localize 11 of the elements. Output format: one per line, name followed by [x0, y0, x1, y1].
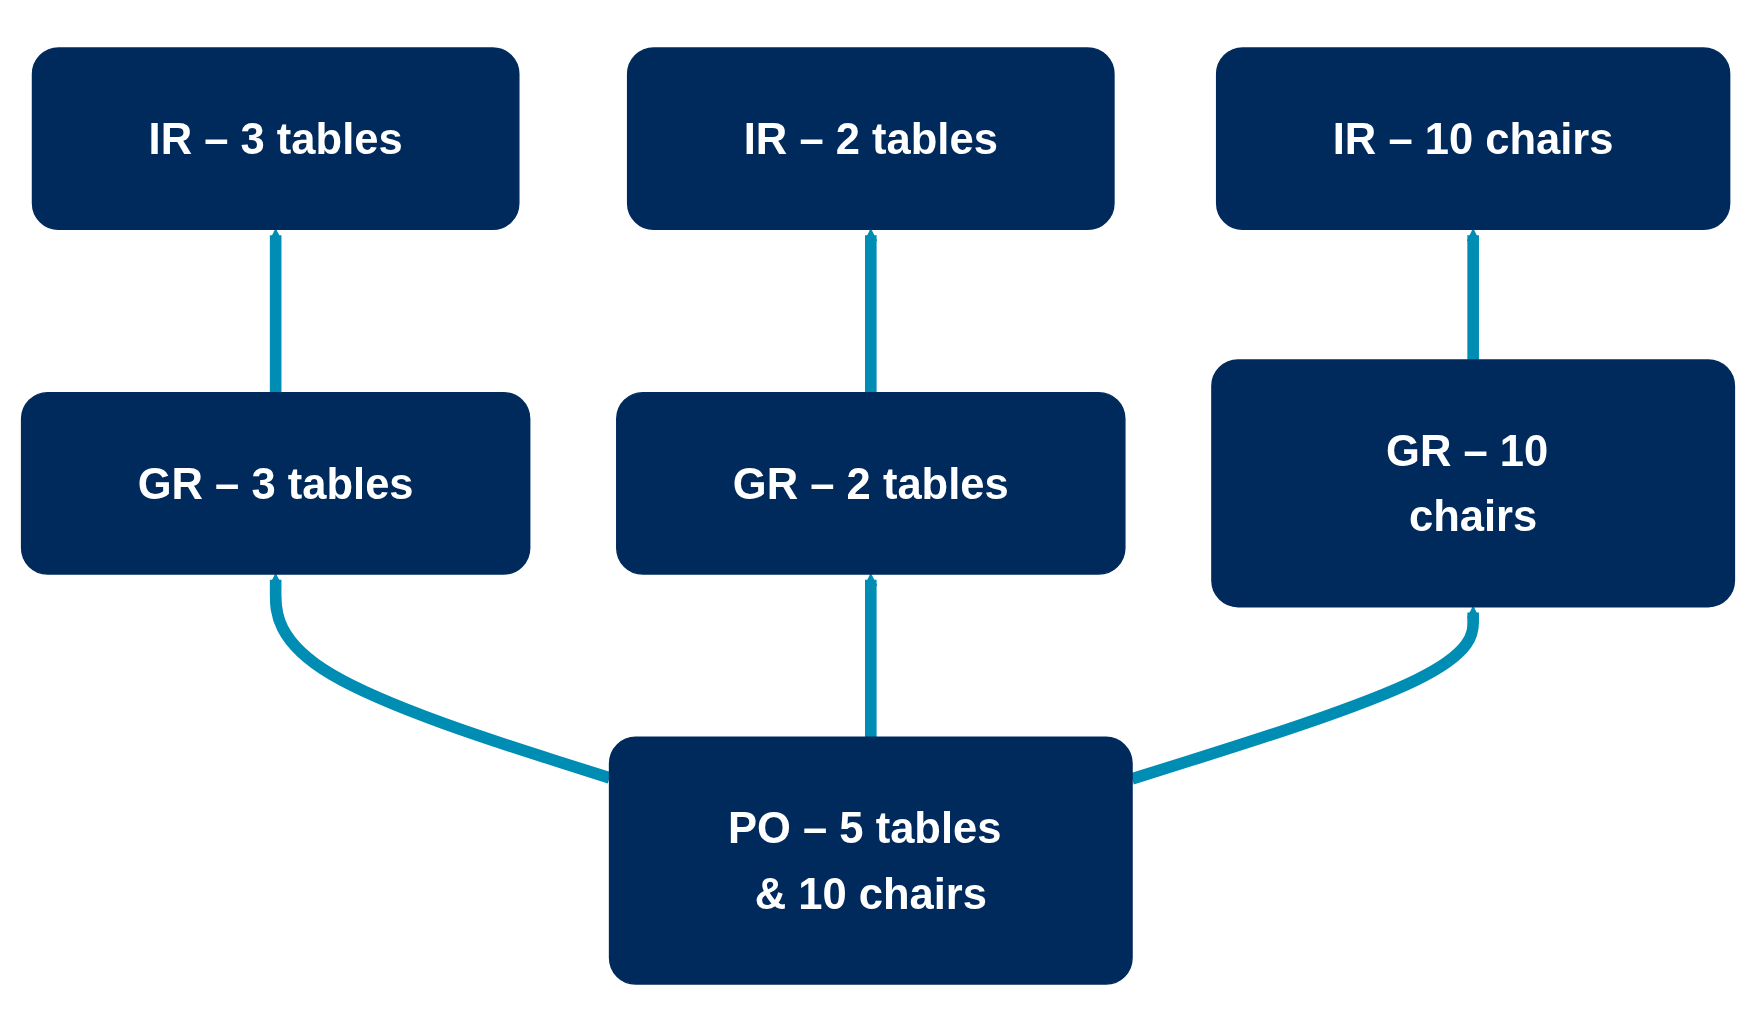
node-box: GR – 3 tables — [20, 391, 531, 575]
node-box: IR – 2 tables — [626, 47, 1115, 231]
node-box: GR – 10 chairs — [1211, 359, 1736, 608]
node-box: IR – 10 chairs — [1215, 47, 1731, 231]
arrow — [269, 228, 283, 393]
node-box: PO – 5 tables & 10 chairs — [608, 736, 1133, 985]
arrow — [864, 228, 878, 393]
arrow — [1466, 228, 1480, 360]
node-box: IR – 3 tables — [31, 47, 520, 231]
arrow — [864, 573, 878, 738]
node-box: GR – 2 tables — [616, 391, 1126, 575]
